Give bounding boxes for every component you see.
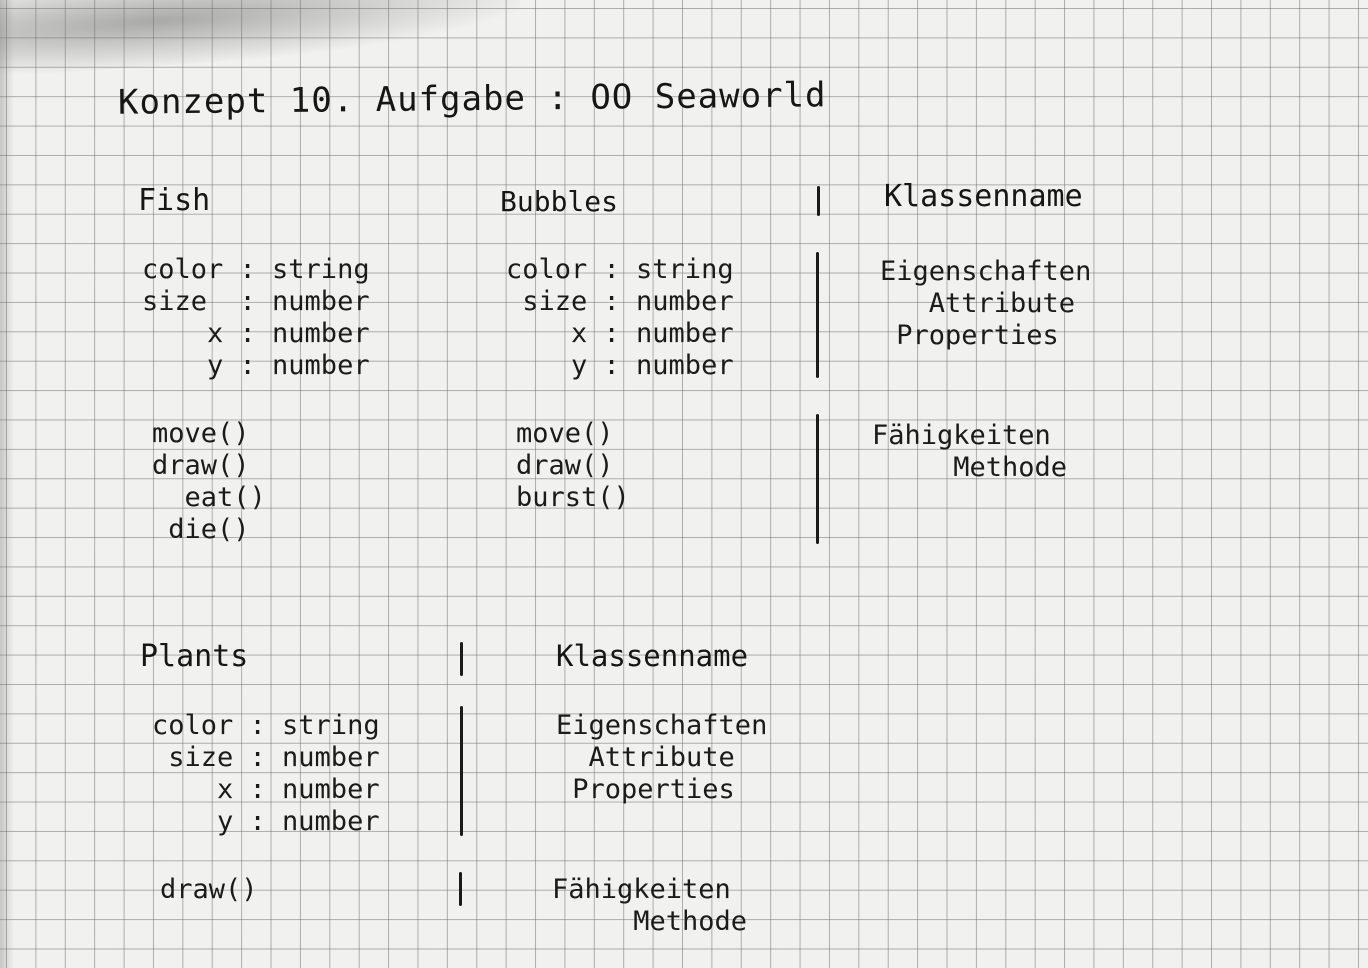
legend-top-class-name: Klassenname: [884, 179, 1083, 214]
plants-attribute-size: size : number: [152, 742, 380, 773]
fish-method-die: die(): [152, 514, 250, 545]
legend-top-methode: Methode: [872, 452, 1068, 483]
fish-class-name: Fish: [138, 183, 211, 218]
bubbles-method-move: move(): [516, 418, 614, 449]
legend-bottom-attribute: Attribute: [556, 742, 735, 773]
bubbles-attribute-x: x : number: [506, 318, 734, 349]
legend-bottom-divider-properties: [460, 706, 463, 836]
bubbles-method-draw: draw(): [516, 450, 614, 481]
legend-bottom-methode: Methode: [552, 906, 748, 937]
bubbles-method-burst: burst(): [516, 482, 630, 513]
legend-top-properties-label: Properties: [880, 320, 1059, 351]
legend-bottom-faehigkeiten: Fähigkeiten: [552, 874, 731, 905]
legend-bottom-properties-label: Properties: [556, 774, 735, 805]
legend-top-divider-name: [817, 186, 820, 216]
plants-attribute-color: color : string: [152, 710, 380, 741]
bubbles-attribute-color: color : string: [506, 254, 734, 285]
bubbles-class-name: Bubbles: [500, 185, 619, 218]
fish-attribute-size: size : number: [142, 286, 370, 317]
plants-attribute-x: x : number: [152, 774, 380, 805]
plants-attribute-y: y : number: [152, 806, 380, 837]
bubbles-attribute-y: y : number: [506, 350, 734, 381]
legend-bottom-divider-methods: [459, 872, 462, 906]
bubbles-methods: move() draw() burst(): [516, 418, 630, 514]
fish-attribute-color: color : string: [142, 254, 370, 285]
fish-methods: move() draw() eat() die(): [152, 418, 266, 546]
legend-bottom-methods: Fähigkeiten Methode: [552, 874, 747, 938]
legend-top-attribute: Attribute: [880, 288, 1076, 319]
bubbles-attributes: color : string size : number x : number …: [506, 254, 734, 382]
legend-top-faehigkeiten: Fähigkeiten: [872, 420, 1051, 451]
legend-bottom-divider-name: [460, 642, 463, 676]
fish-method-move: move(): [152, 418, 250, 449]
plants-attributes: color : string size : number x : number …: [152, 710, 380, 838]
page-title: Konzept 10. Aufgabe : OO Seaworld: [117, 75, 827, 123]
bubbles-attribute-size: size : number: [506, 286, 734, 317]
fish-attribute-y: y : number: [142, 350, 370, 381]
plants-class-name: Plants: [140, 639, 249, 674]
legend-bottom-properties: Eigenschaften Attribute Properties: [556, 710, 767, 806]
legend-bottom-class-name: Klassenname: [556, 639, 749, 673]
fish-attributes: color : string size : number x : number …: [142, 254, 370, 382]
plants-method-draw: draw(): [160, 874, 258, 905]
fish-attribute-x: x : number: [142, 318, 370, 349]
legend-top-divider-methods: [816, 414, 819, 544]
legend-top-eigenschaften: Eigenschaften: [880, 256, 1092, 287]
legend-top-divider-properties: [816, 252, 819, 378]
paper-edge-shadow: [0, 0, 14, 968]
legend-top-properties: Eigenschaften Attribute Properties: [880, 256, 1091, 352]
fish-method-eat: eat(): [152, 482, 266, 513]
legend-top-methods: Fähigkeiten Methode: [872, 420, 1067, 484]
legend-bottom-eigenschaften: Eigenschaften: [556, 710, 768, 741]
plants-methods: draw(): [160, 874, 258, 906]
fish-method-draw: draw(): [152, 450, 250, 481]
